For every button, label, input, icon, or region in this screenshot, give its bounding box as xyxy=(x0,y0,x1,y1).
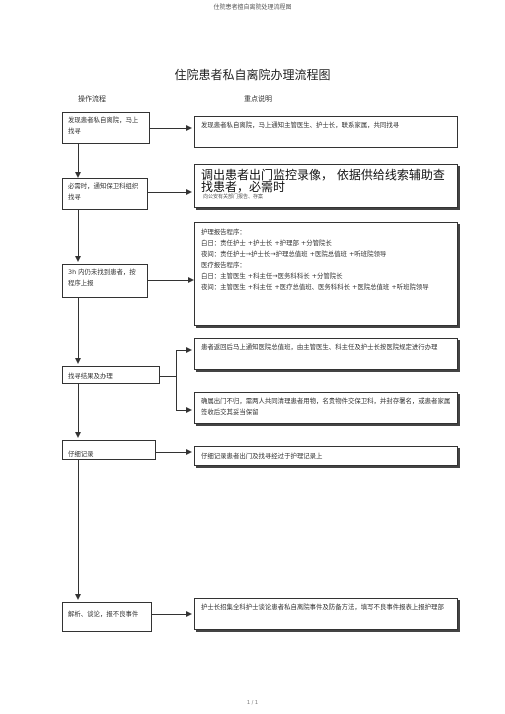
step-analyze-text: 解析、谈论，报不良事件 xyxy=(68,610,139,618)
arrow-down xyxy=(75,432,81,438)
step-discover-text: 发现患者私自离院，马上找寻 xyxy=(68,116,139,135)
note-analyze-text: 护士长招集全科护士谈论患者私自离院事件及防备方法，填写不良事件报表上报护理部 xyxy=(201,603,444,611)
step-report-box: 3h 内仍未找到患者，按程序上报 xyxy=(62,264,148,298)
arrow-right xyxy=(186,611,192,617)
page-header: 住院患者擅自离院处理流程图 xyxy=(213,4,292,11)
step-result-text: 找寻结果及办理 xyxy=(68,372,113,380)
step-security-text: 必需时，通知保卫科组织找寻 xyxy=(68,182,139,201)
note-notify-box: 发现患者私自离院，马上通知主管医生、护士长，联系家属，共同找寻 xyxy=(194,116,458,148)
note-report-line: 夜间：主管医生 +科主任 +医疗总值班、医务科科长 +医院总值班 +听班院领导 xyxy=(201,283,429,291)
step-analyze-box: 解析、谈论，报不良事件 xyxy=(62,602,152,632)
arrow-right xyxy=(188,277,194,283)
connector-line xyxy=(150,128,188,129)
connector-line xyxy=(78,298,79,362)
connector-line xyxy=(156,452,188,453)
note-return-text: 患者返回后马上通知医院总值班，由主管医生、科主任及护士长按医院规定进行办理 xyxy=(201,343,438,351)
note-not-return-box: 确属出门不归，需两人共同清理患者用物，名贵物件交保卫科，并封存署名，或患者家属签… xyxy=(194,392,458,424)
step-discover-box: 发现患者私自离院，马上找寻 xyxy=(62,112,150,144)
note-surveillance-text: 调出患者出门监控录像， 依据供给线索辅助查找患者，必需时 xyxy=(201,168,445,194)
note-report-procedure-box: 护理报告程序： 白日：责任护士 +护士长 +护理部 +分管院长 夜间：责任护士→… xyxy=(194,222,458,326)
column-label-operation: 操作流程 xyxy=(78,95,106,103)
connector-line xyxy=(160,376,177,377)
note-report-line: 白日：责任护士 +护士长 +护理部 +分管院长 xyxy=(201,239,332,247)
note-report-line: 医疗报告程序： xyxy=(201,261,246,269)
connector-line xyxy=(148,192,188,193)
note-police-text: 向公安有关部门报告、存案 xyxy=(203,194,264,200)
note-analyze-box: 护士长招集全科护士谈论患者私自离院事件及防备方法，填写不良事件报表上报护理部 xyxy=(194,598,458,630)
arrow-right xyxy=(186,449,192,455)
arrow-down xyxy=(75,172,81,178)
arrow-right xyxy=(186,125,192,131)
arrow-down xyxy=(75,594,81,600)
note-return-box: 患者返回后马上通知医院总值班，由主管医生、科主任及护士长按医院规定进行办理 xyxy=(194,338,458,370)
connector-line xyxy=(176,410,188,411)
page-title: 住院患者私自离院办理流程图 xyxy=(174,68,331,82)
step-record-text: 仔细记录 xyxy=(68,450,94,458)
step-result-box: 找寻结果及办理 xyxy=(62,366,160,384)
step-record-box: 仔细记录 xyxy=(62,440,156,460)
column-label-notes: 重点说明 xyxy=(244,95,272,103)
arrow-right xyxy=(186,347,192,353)
connector-line xyxy=(78,384,79,436)
connector-line xyxy=(78,460,79,598)
note-report-line: 护理报告程序： xyxy=(201,228,246,236)
connector-line xyxy=(78,210,79,260)
note-not-return-text: 确属出门不归，需两人共同清理患者用物，名贵物件交保卫科，并封存署名，或患者家属签… xyxy=(201,397,451,416)
arrow-down xyxy=(75,358,81,364)
connector-line xyxy=(148,280,190,281)
connector-line xyxy=(176,350,188,351)
arrow-right xyxy=(186,407,192,413)
connector-line xyxy=(152,614,188,615)
note-record-text: 仔细记录患者出门及找寻经过于护理记录上 xyxy=(201,452,323,460)
arrow-right xyxy=(186,189,192,195)
note-notify-text: 发现患者私自离院，马上通知主管医生、护士长，联系家属，共同找寻 xyxy=(201,121,400,129)
connector-line xyxy=(78,144,79,176)
connector-line xyxy=(176,350,177,410)
arrow-down xyxy=(75,256,81,262)
step-report-text: 3h 内仍未找到患者，按程序上报 xyxy=(68,268,136,287)
note-record-box: 仔细记录患者出门及找寻经过于护理记录上 xyxy=(194,446,458,466)
note-report-line: 白日：主管医生 +科主任→医务科科长 +分管院长 xyxy=(201,272,343,280)
step-security-box: 必需时，通知保卫科组织找寻 xyxy=(62,178,148,210)
page-number: 1 / 1 xyxy=(246,700,259,706)
note-surveillance-box: 调出患者出门监控录像， 依据供给线索辅助查找患者，必需时 向公安有关部门报告、存… xyxy=(194,164,458,208)
note-report-line: 夜间：责任护士→护士长→护理总值班 +医院总值班 +听班院领导 xyxy=(201,250,387,258)
